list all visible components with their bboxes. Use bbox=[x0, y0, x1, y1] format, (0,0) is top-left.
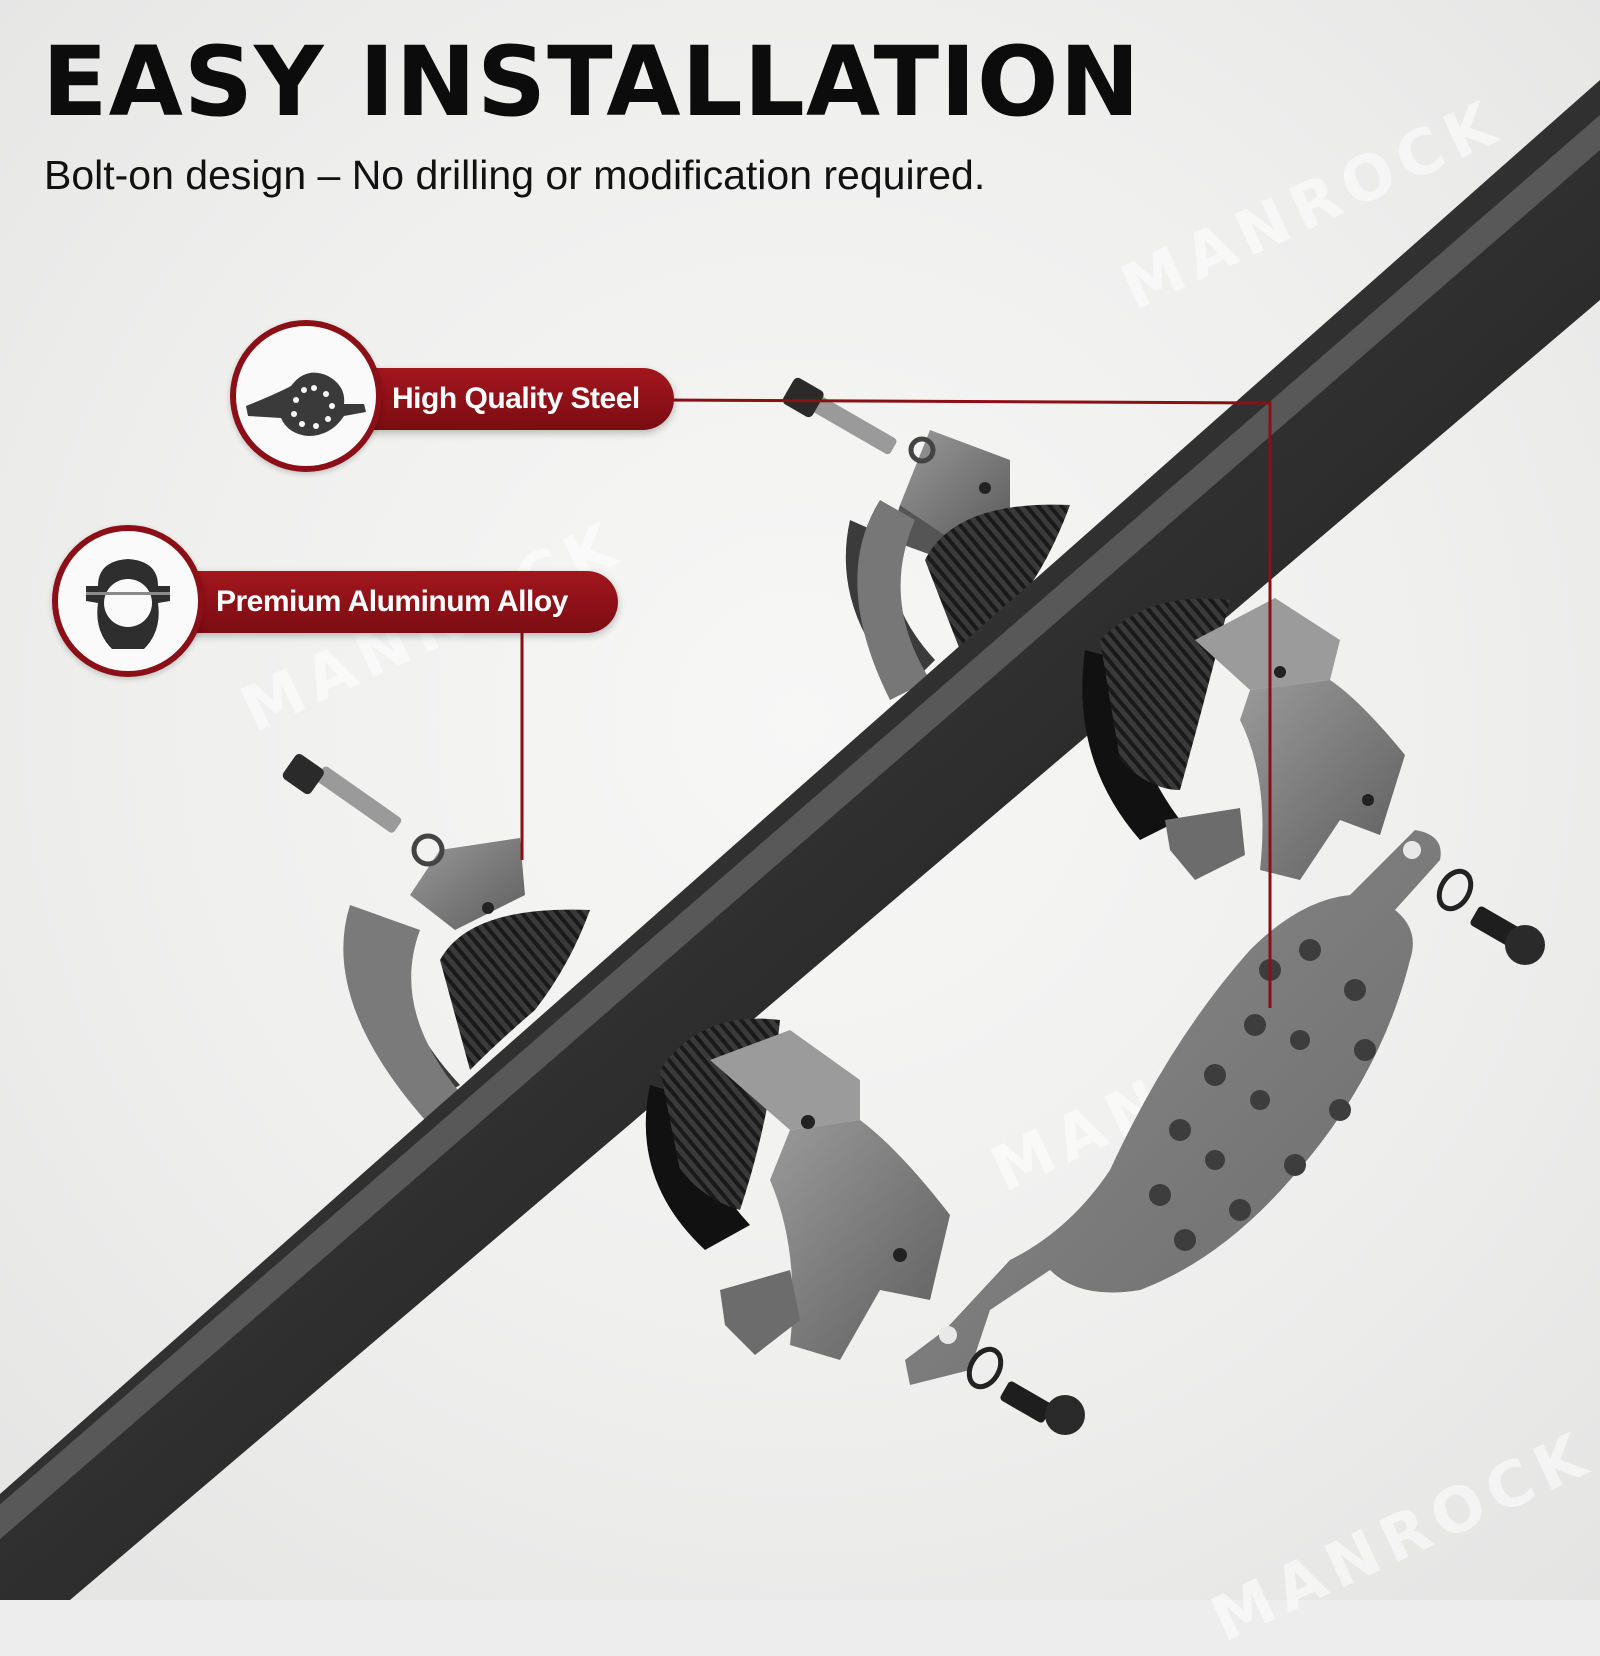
steel-bracket-plate bbox=[905, 830, 1441, 1385]
left-clamp bbox=[282, 753, 590, 1120]
steel-leader-line bbox=[659, 398, 1272, 1008]
aluminum-callout-badge bbox=[52, 525, 204, 677]
steel-plate-icon bbox=[246, 372, 366, 436]
page-title: EASY INSTALLATION bbox=[42, 26, 1141, 138]
right-clamp bbox=[1082, 598, 1405, 880]
mount-illustration bbox=[0, 80, 1600, 1600]
page-subtitle: Bolt-on design – No drilling or modifica… bbox=[44, 152, 986, 198]
mounting-tube bbox=[0, 80, 1600, 1600]
lower-clamp bbox=[645, 1018, 950, 1360]
clamp-ring-icon bbox=[86, 559, 170, 649]
steel-callout-badge bbox=[230, 320, 382, 472]
upper-clamp bbox=[782, 377, 1070, 700]
aluminum-callout-label: Premium Aluminum Alloy bbox=[150, 571, 618, 633]
hardware-screws bbox=[966, 868, 1545, 1435]
steel-callout-label: High Quality Steel bbox=[330, 368, 674, 430]
